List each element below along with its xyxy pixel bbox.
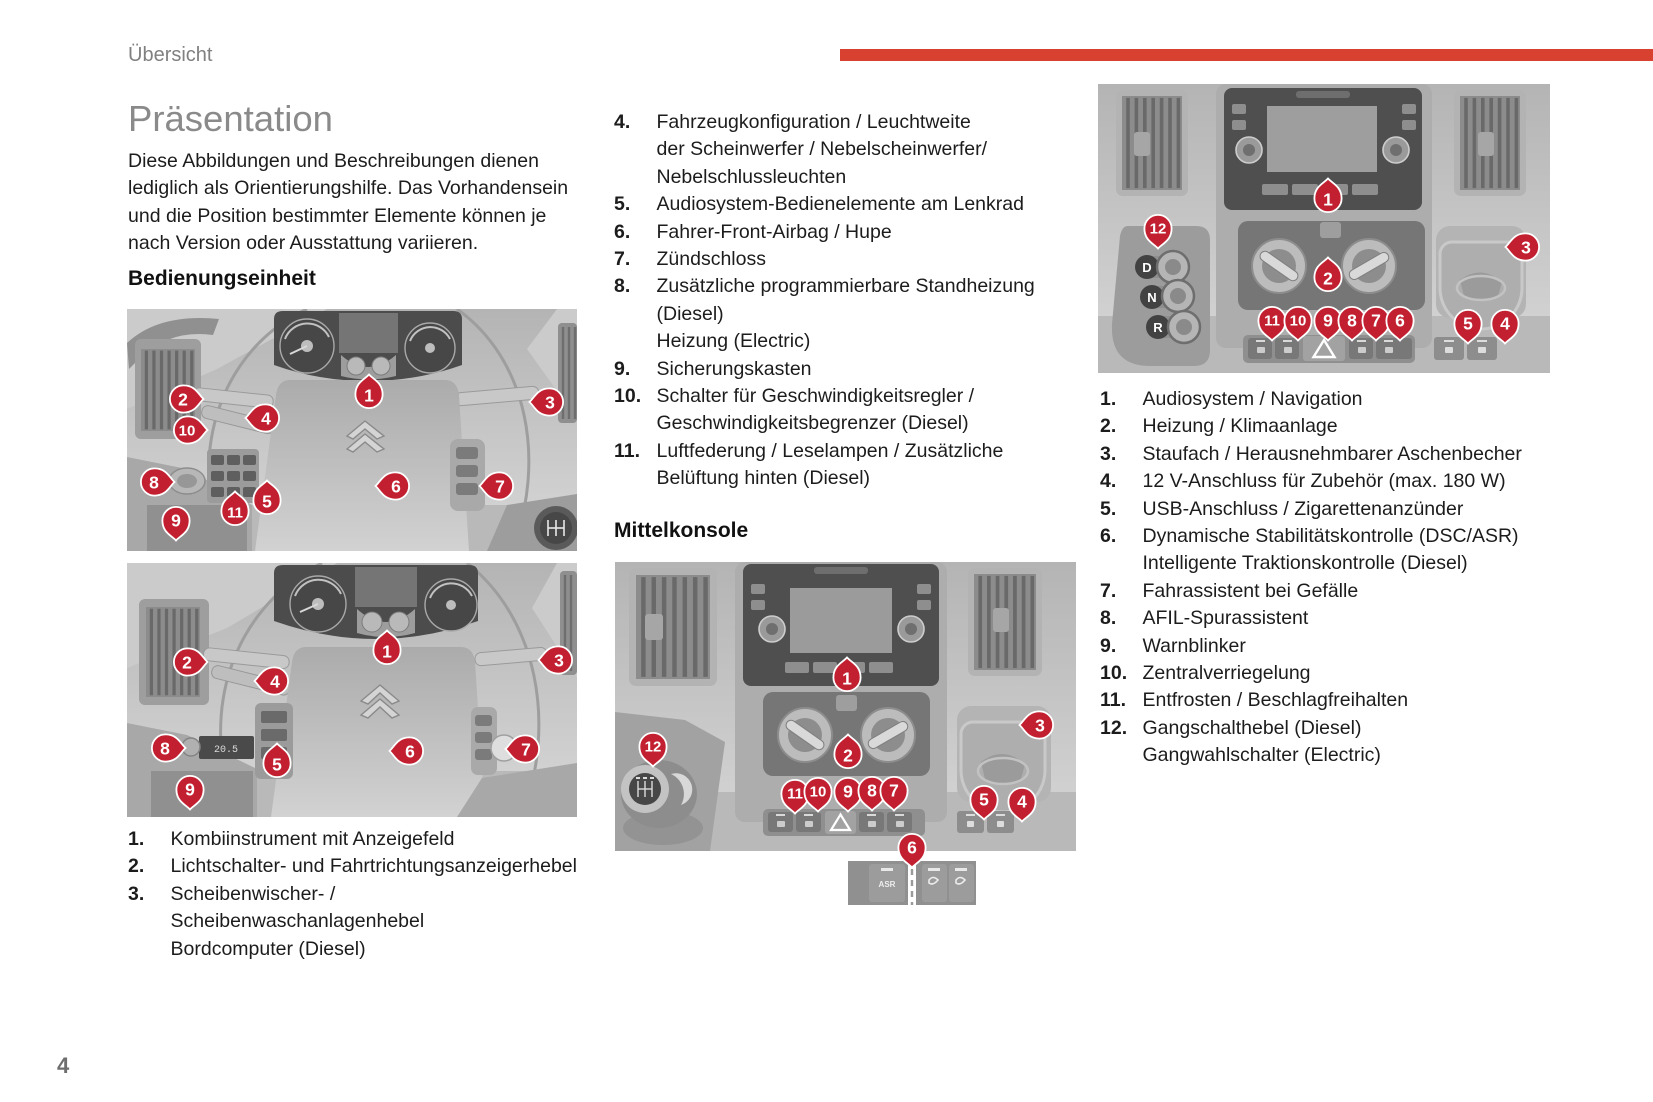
svg-text:5: 5 [1463, 314, 1473, 334]
svg-text:4: 4 [270, 672, 280, 692]
svg-text:3: 3 [554, 651, 564, 671]
svg-text:6: 6 [405, 742, 415, 762]
svg-text:6: 6 [907, 838, 917, 858]
svg-text:3: 3 [545, 393, 555, 413]
svg-text:7: 7 [495, 477, 505, 497]
svg-text:9: 9 [185, 780, 195, 800]
svg-text:11: 11 [787, 786, 803, 803]
svg-text:1: 1 [842, 669, 852, 689]
svg-text:5: 5 [272, 755, 282, 775]
svg-text:10: 10 [1290, 313, 1307, 330]
svg-text:2: 2 [1323, 269, 1333, 289]
svg-text:6: 6 [391, 477, 401, 497]
svg-text:10: 10 [810, 784, 827, 801]
svg-text:11: 11 [227, 505, 243, 522]
svg-text:8: 8 [867, 781, 877, 801]
svg-text:4: 4 [1017, 792, 1027, 812]
svg-text:4: 4 [261, 409, 271, 429]
svg-text:20.5: 20.5 [214, 745, 238, 756]
svg-text:2: 2 [843, 746, 853, 766]
svg-text:9: 9 [843, 782, 853, 802]
svg-text:9: 9 [171, 511, 181, 531]
svg-text:8: 8 [149, 473, 159, 493]
svg-text:2: 2 [182, 653, 192, 673]
svg-text:1: 1 [364, 386, 374, 406]
svg-text:5: 5 [979, 790, 989, 810]
svg-text:7: 7 [521, 740, 531, 760]
svg-text:7: 7 [889, 781, 899, 801]
svg-text:9: 9 [1323, 311, 1333, 331]
svg-text:2: 2 [178, 390, 188, 410]
svg-text:ASR: ASR [879, 880, 896, 889]
svg-text:D: D [1142, 260, 1151, 275]
svg-text:3: 3 [1035, 716, 1045, 736]
svg-text:4: 4 [1500, 314, 1510, 334]
svg-text:11: 11 [1264, 313, 1280, 330]
svg-text:1: 1 [1323, 190, 1333, 210]
svg-text:6: 6 [1395, 311, 1405, 331]
svg-text:12: 12 [645, 739, 662, 756]
svg-text:N: N [1147, 290, 1156, 305]
svg-text:7: 7 [1371, 311, 1381, 331]
svg-text:1: 1 [382, 642, 392, 662]
svg-text:12: 12 [1150, 221, 1167, 238]
svg-text:10: 10 [179, 423, 196, 440]
svg-text:8: 8 [1347, 311, 1357, 331]
svg-text:R: R [1153, 320, 1163, 335]
svg-text:3: 3 [1521, 238, 1531, 258]
svg-text:5: 5 [262, 492, 272, 512]
svg-text:8: 8 [160, 739, 170, 759]
